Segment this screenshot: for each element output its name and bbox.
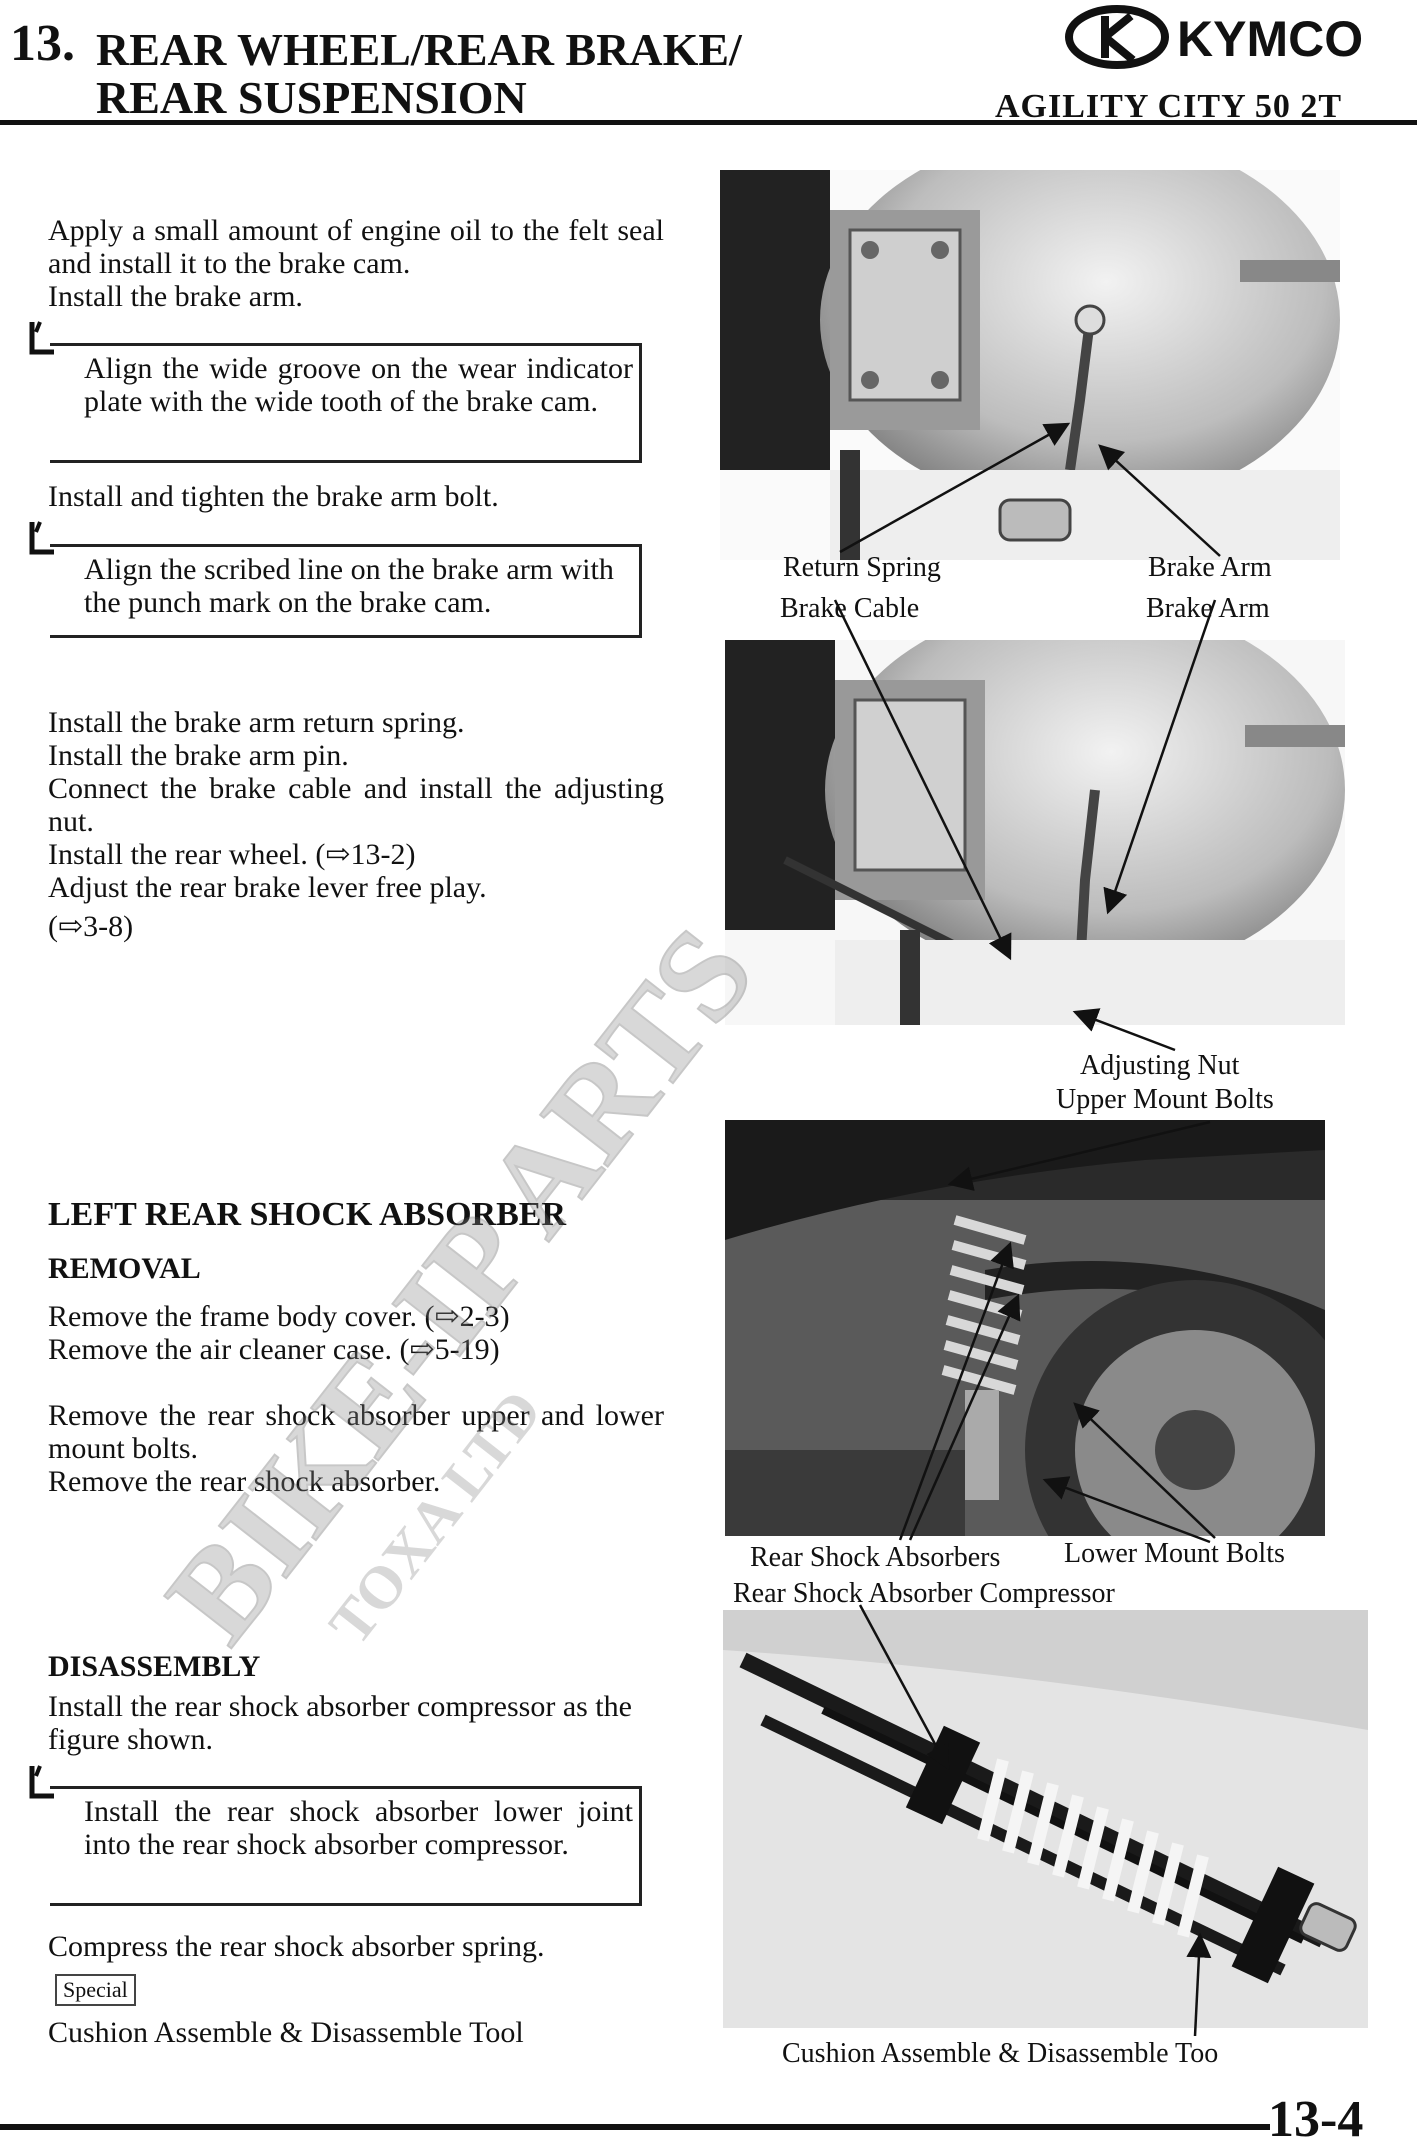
- step-connect-brake-cable: Connect the brake cable and install the …: [48, 772, 664, 838]
- special-tool-badge: Special: [55, 1974, 136, 2006]
- tool-name: Cushion Assemble & Disassemble Tool: [48, 2016, 524, 2049]
- label-brake-arm-top: Brake Arm: [1148, 552, 1272, 583]
- label-adjusting-nut: Adjusting Nut: [1080, 1050, 1240, 1081]
- step-ref-3-8: (⇨3-8): [48, 910, 134, 943]
- label-lower-mount-bolts: Lower Mount Bolts: [1064, 1538, 1285, 1569]
- step-install-return-spring: Install the brake arm return spring.: [48, 706, 465, 739]
- note-lower-joint: Install the rear shock absorber lower jo…: [50, 1786, 642, 1906]
- section-heading-shock: LEFT REAR SHOCK ABSORBER: [48, 1196, 567, 1233]
- step-install-rear-wheel: Install the rear wheel. (⇨13-2): [48, 838, 416, 871]
- step-apply-oil: Apply a small amount of engine oil to th…: [48, 214, 664, 280]
- step-remove-shock: Remove the rear shock absorber.: [48, 1465, 441, 1498]
- step-remove-air-cleaner: Remove the air cleaner case. (⇨5-19): [48, 1333, 500, 1366]
- note-scribed-line: Align the scribed line on the brake arm …: [50, 544, 642, 638]
- chapter-number: 13.: [10, 15, 75, 72]
- step-adjust-free-play: Adjust the rear brake lever free play.: [48, 871, 487, 904]
- kymco-logo: KYMCO: [1065, 5, 1363, 69]
- step-tighten-bolt: Install and tighten the brake arm bolt.: [48, 480, 499, 513]
- photo-shock-compressor: [723, 1610, 1368, 2028]
- chapter-title-line1: REAR WHEEL/REAR BRAKE/: [96, 24, 742, 75]
- brand-text: KYMCO: [1177, 11, 1363, 67]
- subheading-disassembly: DISASSEMBLY: [48, 1650, 261, 1683]
- note-icon: [29, 321, 54, 355]
- photo-rear-shock-mount: [725, 1120, 1325, 1536]
- step-install-brake-arm-pin: Install the brake arm pin.: [48, 739, 349, 772]
- step-install-brake-arm: Install the brake arm.: [48, 280, 303, 313]
- step-remove-mount-bolts: Remove the rear shock absorber upper and…: [48, 1399, 664, 1465]
- label-compressor: Rear Shock Absorber Compressor: [733, 1578, 1115, 1609]
- footer-rule: [0, 2124, 1270, 2130]
- photo-brake-arm-install: [720, 170, 1340, 560]
- label-return-spring: Return Spring: [783, 552, 941, 583]
- label-tool-caption: Cushion Assemble & Disassemble Too: [782, 2038, 1219, 2069]
- step-compress-spring: Compress the rear shock absorber spring.: [48, 1930, 545, 1963]
- label-rear-shock-absorbers: Rear Shock Absorbers: [750, 1542, 1001, 1573]
- note-icon: [29, 521, 54, 555]
- label-upper-mount-bolts: Upper Mount Bolts: [1056, 1084, 1274, 1115]
- chapter-title: REAR WHEEL/REAR BRAKE/ REAR SUSPENSION: [96, 26, 742, 122]
- label-brake-cable: Brake Cable: [780, 593, 920, 624]
- step-install-compressor: Install the rear shock absorber compress…: [48, 1690, 632, 1756]
- photo-brake-cable-install: [725, 640, 1345, 1025]
- step-remove-body-cover: Remove the frame body cover. (⇨2-3): [48, 1300, 510, 1333]
- subheading-removal: REMOVAL: [48, 1252, 201, 1285]
- chapter-title-line2: REAR SUSPENSION: [96, 72, 527, 123]
- model-name: AGILITY CITY 50 2T: [995, 88, 1343, 125]
- header-rule: [0, 120, 1417, 125]
- note-icon: [29, 1765, 54, 1799]
- page-number: 13-4: [1268, 2091, 1364, 2148]
- note-wear-indicator: Align the wide groove on the wear indica…: [50, 343, 642, 463]
